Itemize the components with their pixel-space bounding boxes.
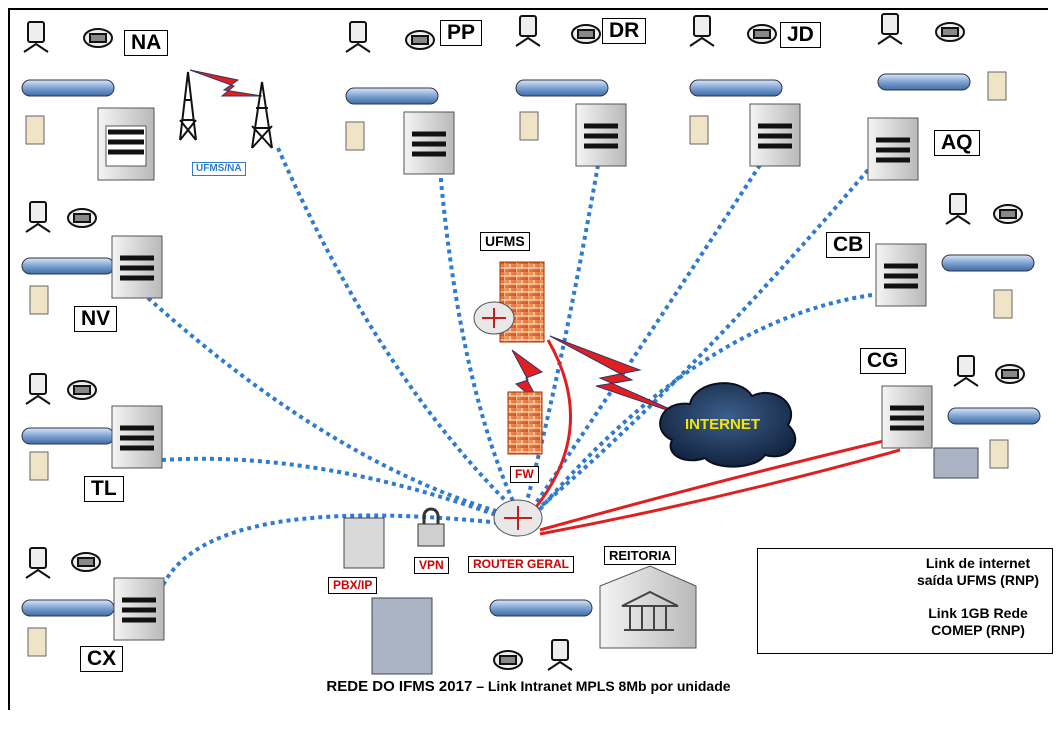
fw-label: FW xyxy=(510,466,539,483)
router-geral-label: ROUTER GERAL xyxy=(468,556,574,573)
unit-label-aq: AQ xyxy=(934,130,980,156)
diagram-caption: REDE DO IFMS 2017 – Link Intranet MPLS 8… xyxy=(0,678,1057,695)
ufms-na-label: UFMS/NA xyxy=(192,162,246,176)
internet-cloud xyxy=(659,382,797,468)
unit-label-cb: CB xyxy=(826,232,871,258)
caption-title: REDE DO IFMS 2017 xyxy=(326,678,473,695)
unit-label-cx: CX xyxy=(80,646,124,672)
buildings xyxy=(97,103,933,649)
unit-label-tl: TL xyxy=(84,476,124,502)
vpn-label: VPN xyxy=(414,557,449,574)
unit-label-jd: JD xyxy=(780,22,821,48)
ufms-firewall xyxy=(473,261,545,343)
comep-links xyxy=(530,339,901,536)
unit-label-cg: CG xyxy=(860,348,906,374)
fw-firewall xyxy=(507,391,543,455)
ufms-label: UFMS xyxy=(480,232,530,251)
link-nv xyxy=(146,296,515,518)
reitoria-label: REITORIA xyxy=(604,546,676,565)
link-pp xyxy=(438,169,520,513)
internet-label: INTERNET xyxy=(685,416,760,433)
legend-comep-text: Link 1GB Rede COMEP (RNP) xyxy=(928,605,1028,638)
unit-label-pp: PP xyxy=(440,20,483,46)
workstations xyxy=(23,13,1025,671)
link-aq xyxy=(532,168,870,514)
diagram-frame xyxy=(8,8,1048,710)
vpn-lock-icon xyxy=(417,507,445,547)
router-geral-icon xyxy=(493,499,543,537)
legend: Link de internet saída UFMS (RNP) Link 1… xyxy=(757,548,1053,654)
pbx-label: PBX/IP xyxy=(328,577,378,594)
link-tl xyxy=(161,456,511,522)
link-cx xyxy=(158,513,511,593)
servers xyxy=(25,71,1013,675)
link-na xyxy=(276,147,522,517)
link-cb xyxy=(534,293,873,516)
legend-internet-text: Link de internet saída UFMS (RNP) xyxy=(916,555,1040,588)
caption-subtitle: – Link Intranet MPLS 8Mb por unidade xyxy=(472,678,731,694)
unit-label-nv: NV xyxy=(74,306,118,332)
radio-towers xyxy=(179,71,273,149)
unit-label-na: NA xyxy=(124,30,169,56)
backbones xyxy=(21,73,1041,617)
unit-label-dr: DR xyxy=(602,18,647,44)
